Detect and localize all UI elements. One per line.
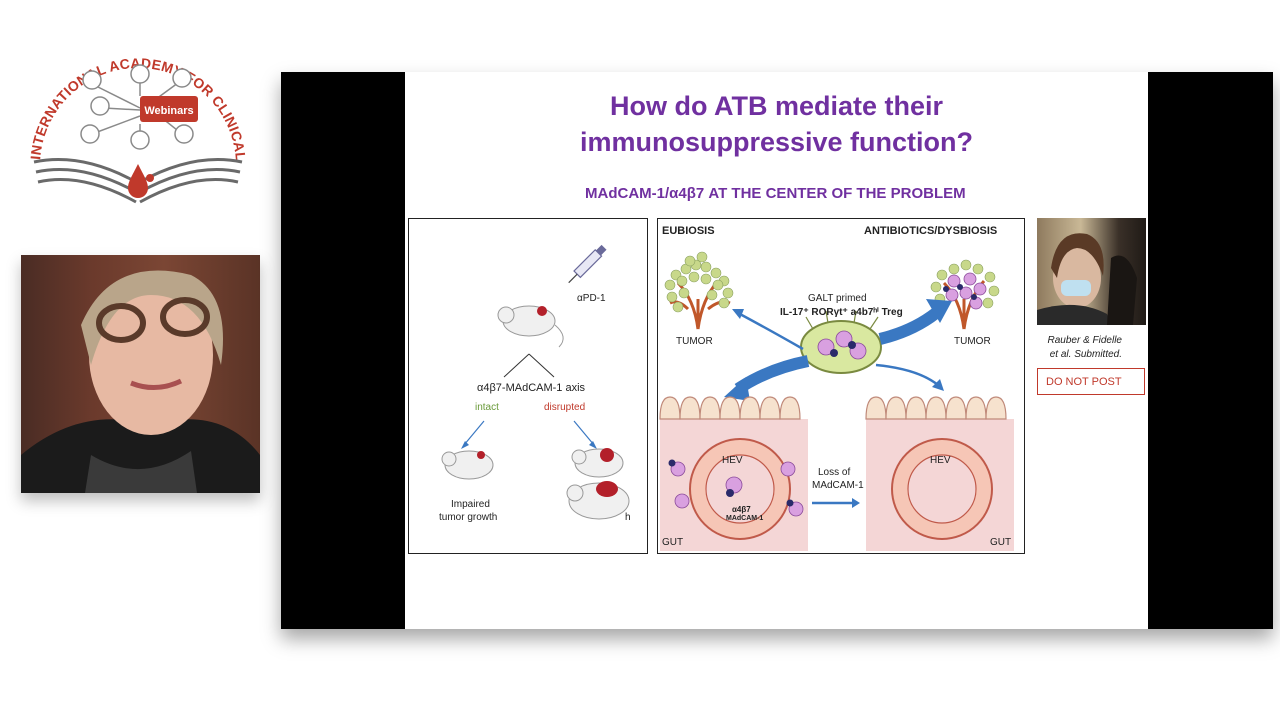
axis-label: α4β7-MAdCAM-1 axis (477, 382, 586, 394)
disrupted-label: disrupted (544, 402, 586, 413)
dysbiosis-label: ANTIBIOTICS/DYSBIOSIS (864, 225, 998, 237)
intact-label: intact (475, 402, 499, 413)
hev-left-label: HEV (722, 455, 743, 466)
slide-title: How do ATB mediate their immunosuppressi… (405, 88, 1148, 160)
citation-line2: et al. Submitted. (1049, 349, 1122, 360)
presenter-silhouette (21, 270, 260, 493)
academy-logo: INTERNATIONAL ACADEMY FOR CLINICAL HEMAT… (22, 36, 254, 218)
presenter-video (21, 255, 260, 493)
loss-label-line1: Loss of (818, 467, 851, 478)
presentation-slide: How do ATB mediate their immunosuppressi… (405, 72, 1148, 629)
hev-right-label: HEV (930, 455, 951, 466)
logo-badge: Webinars (144, 105, 193, 117)
slide-subtitle: MAdCAM-1/α4β7 AT THE CENTER OF THE PROBL… (585, 185, 966, 202)
outcome-label-line2: tumor growth (439, 512, 498, 523)
madcam-label: MAdCAM-1 (726, 515, 764, 522)
logo-graphic: INTERNATIONAL ACADEMY FOR CLINICAL HEMAT… (22, 36, 249, 204)
mouse-model-diagram (441, 244, 630, 520)
citation-line1: Rauber & Fidelle (1047, 335, 1122, 346)
tumor-left-graphic (664, 251, 734, 330)
gut-right-label: GUT (990, 537, 1012, 548)
participant-video (1037, 218, 1146, 325)
tumor-right-graphic (930, 259, 1000, 330)
mouse-model-panel: αPD-1 α4β7-MAdCAM-1 axis intact disrupte… (408, 218, 648, 554)
slide-title-line1: How do ATB mediate their (609, 91, 944, 121)
galt-label-line2: IL-17⁺ RORγt⁺ a4b7ʰⁱ Treg (780, 307, 903, 318)
gut-left-label: GUT (662, 537, 684, 548)
drug-label: αPD-1 (577, 293, 606, 304)
participant-silhouette (1037, 233, 1137, 325)
citation: Rauber & Fidelle et al. Submitted. (1042, 334, 1122, 362)
gut-immunity-diagram (659, 251, 1014, 551)
outcome-label-line1: Impaired (451, 499, 490, 510)
slide-title-line2: immunosuppressive function? (579, 127, 974, 157)
integrin-label: α4β7 (732, 505, 751, 514)
galt-label-line1: GALT primed (808, 293, 867, 304)
cut-text: h (625, 512, 631, 523)
tumor-left-label: TUMOR (676, 336, 713, 347)
eubiosis-label: EUBIOSIS (662, 225, 715, 237)
loss-label-line2: MAdCAM-1 (812, 480, 864, 491)
tumor-right-label: TUMOR (954, 336, 991, 347)
do-not-post-label: DO NOT POST (1037, 368, 1145, 395)
gut-immunity-panel: EUBIOSIS ANTIBIOTICS/DYSBIOSIS GALT prim… (657, 218, 1025, 554)
